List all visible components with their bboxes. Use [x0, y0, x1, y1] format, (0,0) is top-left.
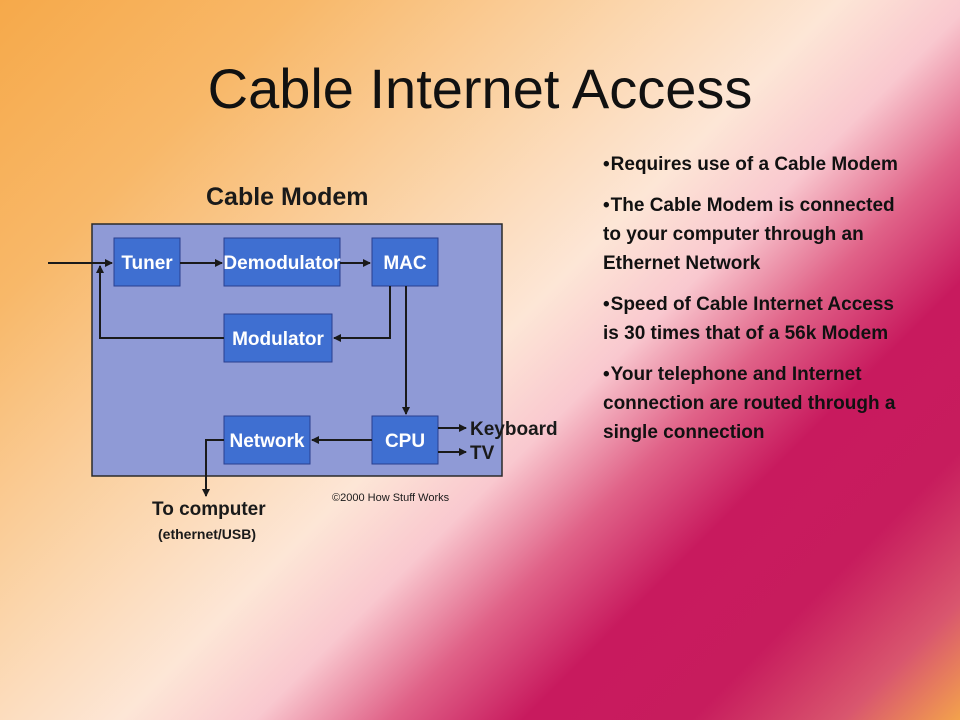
- arrow-modulator-input: [96, 265, 224, 339]
- network-label: Network: [230, 431, 305, 452]
- bullet-text: The Cable Modem is connected to your com…: [603, 195, 895, 274]
- tuner-label: Tuner: [121, 253, 173, 274]
- bullet-item: •Speed of Cable Internet Access is 30 ti…: [603, 294, 894, 344]
- demodulator-block: Demodulator: [223, 237, 341, 287]
- bullet-item: •The Cable Modem is connected to your co…: [603, 195, 895, 274]
- bullet-text: Your telephone and Internet connection a…: [603, 364, 896, 443]
- cable-modem-diagram-svg: Cable Modem Tuner Demodulator MAC Modula…: [48, 183, 558, 542]
- diagram-heading: Cable Modem: [206, 183, 369, 211]
- bullet-text: Requires use of a Cable Modem: [610, 154, 898, 175]
- slide-title: Cable Internet Access: [207, 57, 753, 120]
- bullet-item: •Your telephone and Internet connection …: [603, 364, 896, 443]
- to-computer-sublabel: (ethernet/USB): [158, 526, 256, 542]
- arrow-network-computer: [202, 439, 224, 497]
- arrow-mac-modulator: [333, 286, 391, 342]
- signal-arrows: [48, 259, 467, 497]
- cable-modem-diagram: Cable Modem Tuner Demodulator MAC Modula…: [40, 170, 560, 550]
- modulator-label: Modulator: [232, 329, 324, 350]
- mac-label: MAC: [383, 253, 427, 274]
- mac-block: MAC: [371, 237, 439, 287]
- cpu-label: CPU: [385, 431, 425, 452]
- bullet-list: •Requires use of a Cable Modem •The Cabl…: [603, 150, 903, 459]
- demodulator-label: Demodulator: [223, 253, 341, 274]
- bullet-text: Speed of Cable Internet Access is 30 tim…: [603, 294, 894, 344]
- copyright-label: ©2000 How Stuff Works: [332, 492, 450, 504]
- keyboard-label: Keyboard: [470, 419, 558, 440]
- modulator-block: Modulator: [223, 313, 333, 363]
- to-computer-label: To computer: [152, 499, 266, 520]
- bullet-item: •Requires use of a Cable Modem: [603, 154, 898, 175]
- tuner-block: Tuner: [113, 237, 181, 287]
- cpu-block: CPU: [371, 415, 439, 465]
- network-block: Network: [223, 415, 311, 465]
- tv-label: TV: [470, 443, 495, 464]
